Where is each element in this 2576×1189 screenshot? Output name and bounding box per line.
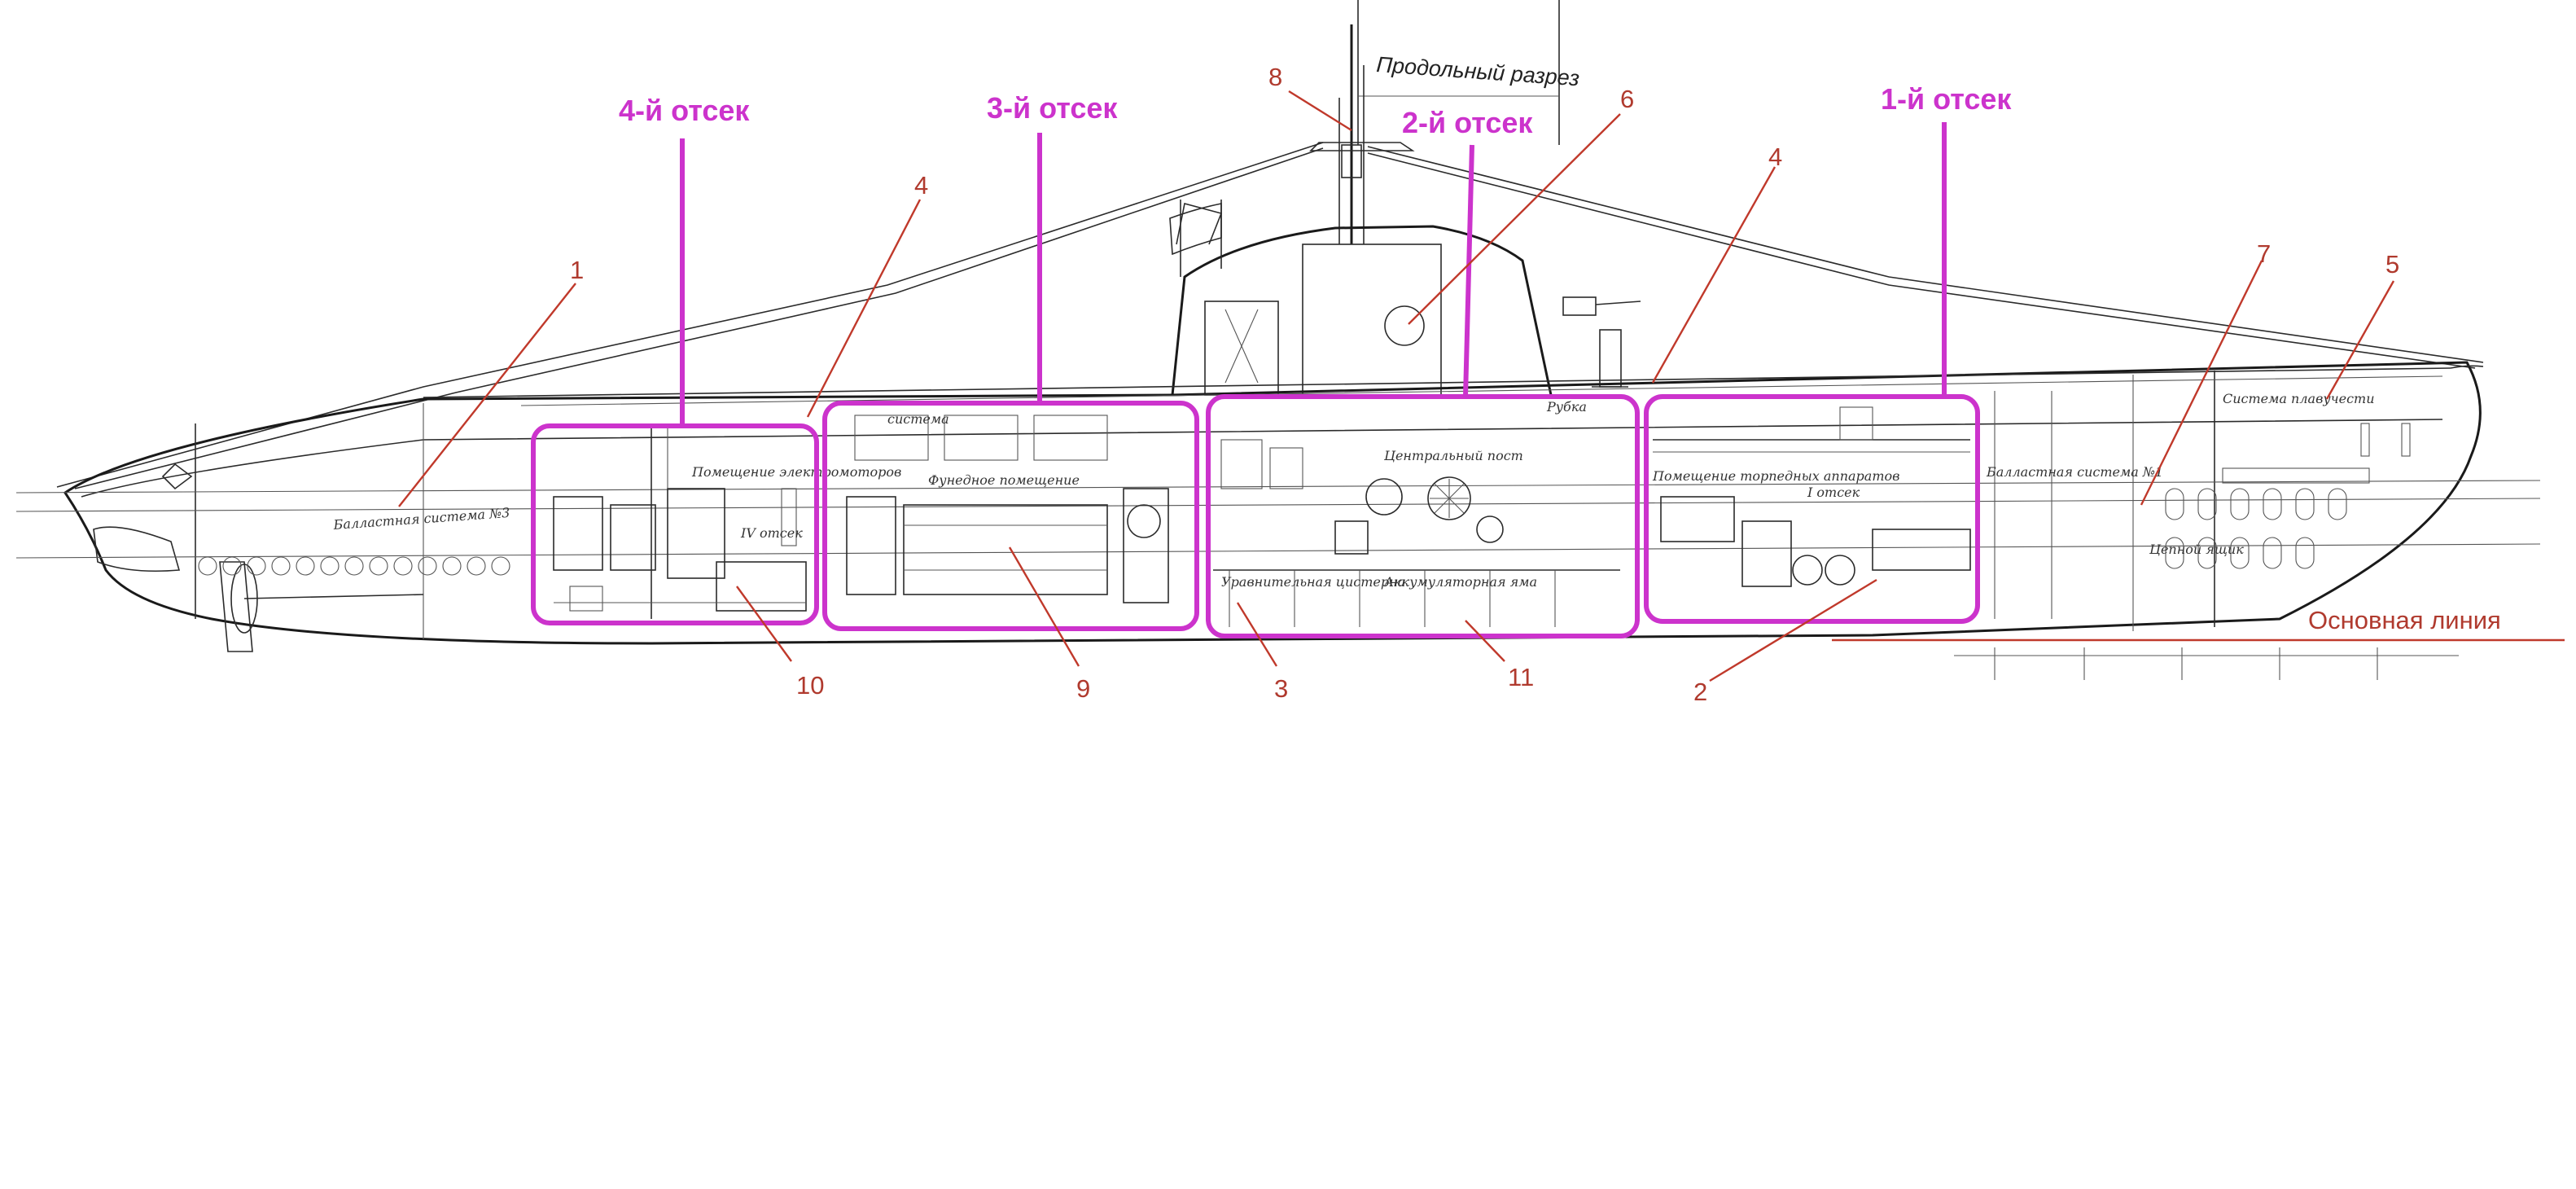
baseline-indicator: Основная линия [1832,606,2565,642]
machinery-control-room [1213,439,1620,627]
callout-8-leader [1288,90,1352,132]
compartment-3-box [822,401,1199,631]
label-compartment-iv: IV отсек [740,525,803,541]
room-labels: Балластная система №3 Помещение электром… [332,391,2375,590]
label-trim-tank: Уравнительная цистерна [1221,574,1405,590]
callouts: 1 4 8 6 4 7 5 10 9 3 11 2 [398,63,2399,706]
machinery-diesel [846,415,1169,603]
label-motor-room: Помещение электромоторов [691,464,901,480]
callout-5-number: 5 [2385,250,2399,279]
compartment-2-box [1206,394,1640,638]
callout-4b-number: 4 [1768,143,1782,171]
callout-6-leader [1408,113,1621,325]
compartment-1-box [1644,394,1980,624]
callout-6-number: 6 [1620,85,1634,113]
label-aft-room: Фунедное помещение [928,472,1080,488]
callout-4a-number: 4 [914,171,928,200]
callout-2-leader [1709,578,1877,682]
drawing-title: Продольный разрез [1376,52,1580,90]
callout-5-leader [2325,280,2395,400]
periscope-mast [1309,24,1415,244]
callout-8-number: 8 [1268,63,1282,91]
compartment-4-label: 4-й отсек [619,94,750,127]
callout-1-leader [398,283,576,507]
baseline-label: Основная линия [2308,606,2501,634]
label-battery-pit: Аккумуляторная яма [1383,574,1537,590]
compartment-highlights: 4-й отсек 3-й отсек 2-й отсек 1-й отсек [531,82,2012,638]
reference-lines [15,480,2541,680]
callout-1-number: 1 [570,256,584,284]
stern-gear [93,463,424,652]
label-central-post: Центральный пост [1383,448,1523,463]
callout-11-number: 11 [1508,663,1534,691]
hull-outline [63,361,2482,645]
compartment-1-label: 1-й отсек [1881,82,2012,116]
machinery-aft [553,423,807,619]
label-torpedo-room: Помещение торпедных аппаратов [1652,468,1899,484]
callout-10-number: 10 [796,671,824,700]
rigging-wires [56,142,2484,489]
deck-gun [1562,296,1641,388]
callout-2-number: 2 [1693,678,1707,706]
label-chain-locker: Цепной ящик [2149,542,2244,557]
machinery-torpedo-room [1653,406,1971,587]
callout-9-leader [1008,546,1080,667]
limber-holes-fwd [2165,488,2347,569]
technical-drawing: Продольный разрез [15,0,2541,680]
bow [2450,365,2484,369]
callout-11-leader [1465,620,1505,662]
callout-4a-leader [806,199,922,418]
forward-tanks [1994,391,2411,619]
compartment-4-box [531,423,819,625]
flag [1169,200,1222,269]
label-ballast-1: Балластная система №1 [1986,464,2163,480]
compartment-2-pointer [1463,144,1474,397]
callout-9-number: 9 [1076,674,1090,703]
callout-7-number: 7 [2257,239,2271,268]
callout-7-leader [2140,260,2263,506]
compartment-2-label: 2-й отсек [1402,106,1533,139]
callout-3-leader [1236,602,1278,667]
callout-4b-leader [1651,166,1776,384]
callout-10-leader [736,586,792,662]
label-compartment-i: I отсек [1807,485,1860,500]
callout-3-number: 3 [1274,674,1288,703]
label-buoyancy-system: Система плавучести [2223,391,2375,406]
label-wheelhouse: Рубка [1546,399,1587,415]
compartment-3-label: 3-й отсек [987,91,1118,125]
label-system: система [887,411,949,427]
limber-holes-aft [198,556,510,576]
conning-tower [1171,200,1553,396]
